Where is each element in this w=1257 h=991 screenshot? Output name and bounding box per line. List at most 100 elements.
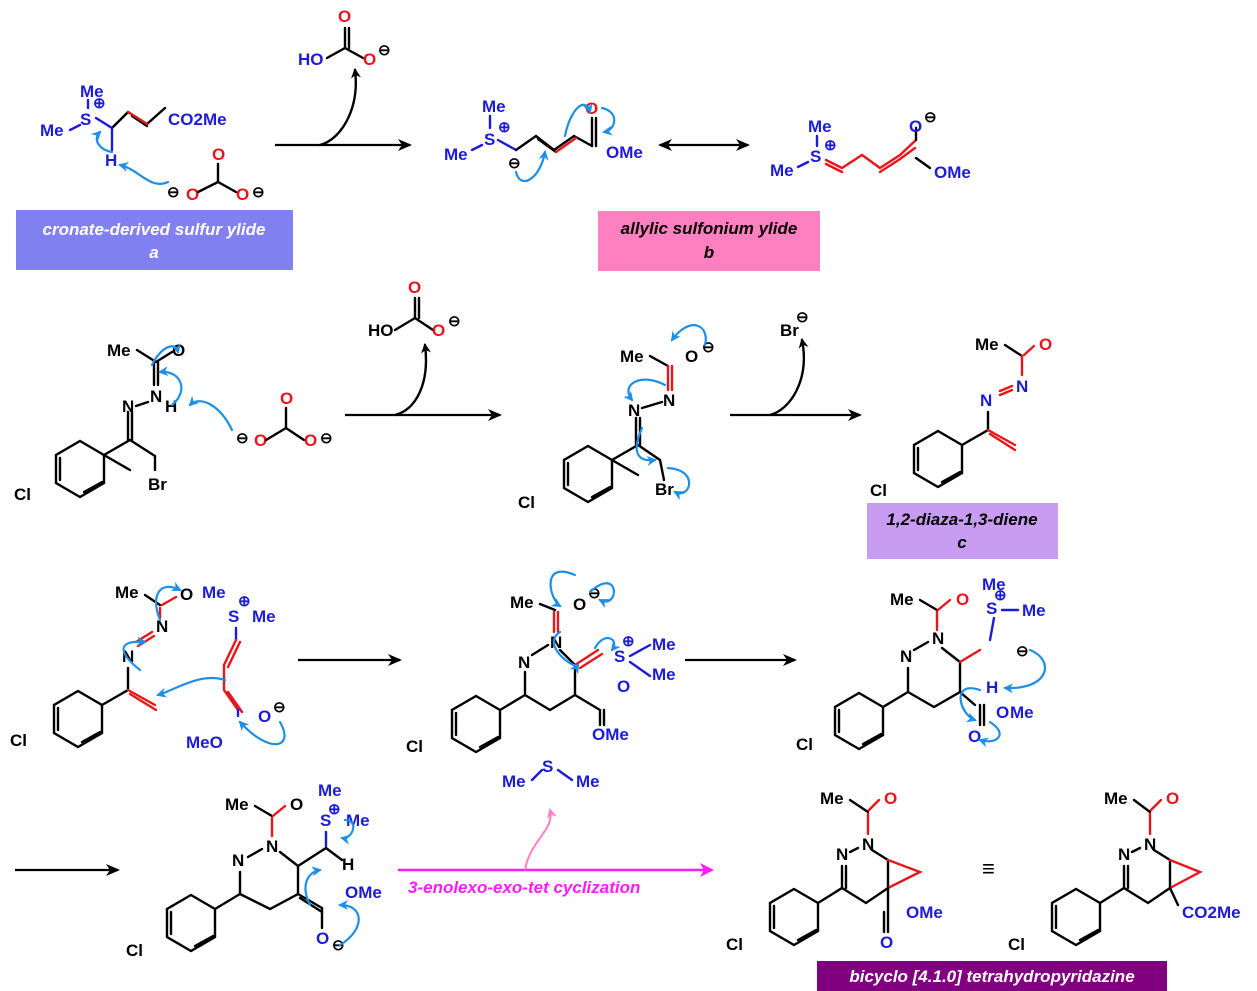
electron-arrow bbox=[118, 162, 170, 185]
deprotonated-hydrazone: Me O ⊖ N N Br Cl bbox=[518, 324, 715, 512]
label-a: cronate-derived sulfur ylide bbox=[43, 220, 266, 239]
bond bbox=[1132, 798, 1152, 814]
atom-label: Me bbox=[510, 593, 534, 612]
bond bbox=[796, 134, 819, 169]
byproduct-arrow bbox=[318, 68, 361, 147]
atom-label: N bbox=[1016, 377, 1028, 396]
bond bbox=[393, 343, 431, 417]
atom-label: ⊖ bbox=[273, 699, 286, 716]
atom-label: O bbox=[304, 431, 317, 450]
atom-label: N bbox=[1118, 845, 1130, 864]
atom-label: OMe bbox=[606, 143, 643, 162]
atom-label: N bbox=[232, 851, 244, 870]
atom-label: Me bbox=[808, 117, 832, 136]
bond bbox=[914, 126, 932, 170]
bromo-hydrazone: Me O N H N Br Cl ⊖ O O O ⊖ bbox=[14, 341, 333, 504]
label-product-box bbox=[817, 961, 1167, 991]
label-b: allylic sulfonium ylide bbox=[621, 219, 798, 238]
atom-label: O bbox=[258, 707, 271, 726]
electron-arrow bbox=[623, 378, 667, 402]
atom-label: O bbox=[290, 795, 303, 814]
bond bbox=[196, 162, 238, 194]
minus-charge: ⊖ bbox=[167, 184, 180, 201]
atom-label: S bbox=[228, 607, 239, 626]
electron-arrow bbox=[593, 636, 621, 652]
bond bbox=[833, 691, 885, 751]
atom-label: Cl bbox=[796, 735, 813, 754]
atom-label: Me bbox=[1010, 703, 1034, 722]
atom-label: Cl bbox=[1008, 935, 1025, 954]
atom-label: Me bbox=[975, 335, 999, 354]
bond bbox=[1020, 344, 1036, 377]
atom-label: H bbox=[165, 397, 177, 416]
bond bbox=[126, 688, 158, 712]
atom-label: ⊖ bbox=[796, 309, 809, 326]
atom-label: O bbox=[1166, 789, 1179, 808]
bond bbox=[978, 703, 986, 727]
bicyclo-product-co2me: Me O N N CO2Me Cl bbox=[1008, 789, 1241, 954]
bond bbox=[998, 384, 1014, 397]
equivalence-sign: ≡ bbox=[982, 856, 995, 881]
electron-arrow bbox=[600, 106, 616, 136]
atom-label: Cl bbox=[726, 935, 743, 954]
electron-arrow bbox=[150, 343, 181, 367]
label-c-letter: c bbox=[957, 533, 967, 552]
atom-label: O bbox=[617, 677, 630, 696]
atom-label: ⊖ bbox=[332, 937, 345, 954]
electron-arrow bbox=[158, 366, 183, 407]
atom-label: O bbox=[996, 703, 1009, 722]
allylic-sulfonium-ylide-resonance: Me Me S ⊕ O ⊖ OMe bbox=[770, 109, 971, 182]
bicyclo-product-ester: Me O N N O OMe Cl bbox=[726, 789, 943, 954]
atom-label: MeO bbox=[186, 733, 223, 752]
atom-label: ⊕ bbox=[622, 633, 635, 650]
atom-label: O bbox=[909, 117, 922, 136]
atom-label: Cl bbox=[14, 485, 31, 504]
atom-label: Me bbox=[1104, 789, 1128, 808]
bond bbox=[573, 648, 604, 670]
atom-label: Cl bbox=[406, 737, 423, 756]
bond bbox=[648, 354, 670, 368]
bond bbox=[882, 886, 890, 934]
label-b-letter: b bbox=[704, 243, 714, 262]
bond bbox=[573, 693, 606, 727]
bond bbox=[135, 348, 174, 387]
atom-label: N bbox=[663, 391, 675, 410]
bond bbox=[768, 887, 820, 947]
dms-release-arrow bbox=[524, 808, 557, 871]
electron-arrow bbox=[1003, 648, 1046, 694]
crotonate-sulfonium-a: Me Me S ⊕ CO2Me H ⊖ O O O ⊖ bbox=[40, 82, 265, 204]
atom-label: O bbox=[573, 595, 586, 614]
atom-label: S bbox=[810, 147, 821, 166]
bond bbox=[134, 630, 156, 648]
atom-label: ⊖ bbox=[320, 430, 333, 447]
atom-label: ⊕ bbox=[824, 137, 837, 154]
bond bbox=[886, 858, 923, 890]
electron-arrow bbox=[978, 720, 1001, 748]
atom-o: O bbox=[186, 185, 199, 204]
electron-arrow bbox=[338, 900, 360, 947]
atom-label: Me bbox=[202, 583, 226, 602]
atom-label: N bbox=[932, 629, 944, 648]
cyclization-label: 3-enolexo-exo-tet cyclization bbox=[408, 878, 640, 897]
atom-label: ⊕ bbox=[498, 119, 511, 136]
atom-label: Me bbox=[652, 635, 676, 654]
bond bbox=[824, 138, 918, 174]
electron-arrow bbox=[122, 636, 147, 672]
atom-label: S bbox=[614, 647, 625, 666]
bond bbox=[498, 643, 577, 712]
electron-arrow bbox=[552, 630, 580, 675]
allylic-sulfonium-ylide-b: Me Me S ⊕ O OMe ⊖ bbox=[444, 97, 643, 183]
label-a-letter: a bbox=[149, 243, 158, 262]
bond bbox=[988, 608, 1020, 642]
bond bbox=[590, 116, 598, 148]
bond bbox=[450, 694, 502, 754]
atom-label: CO2Me bbox=[1182, 903, 1241, 922]
label-product: bicyclo [4.1.0] tetrahydropyridazine bbox=[849, 967, 1134, 986]
bond bbox=[213, 847, 300, 911]
atom-label: S bbox=[320, 811, 331, 830]
bond bbox=[393, 296, 435, 332]
atom-label: N bbox=[266, 837, 278, 856]
atom-label: Me bbox=[318, 781, 342, 800]
atom-co2me: CO2Me bbox=[168, 110, 227, 129]
bond bbox=[562, 444, 614, 504]
